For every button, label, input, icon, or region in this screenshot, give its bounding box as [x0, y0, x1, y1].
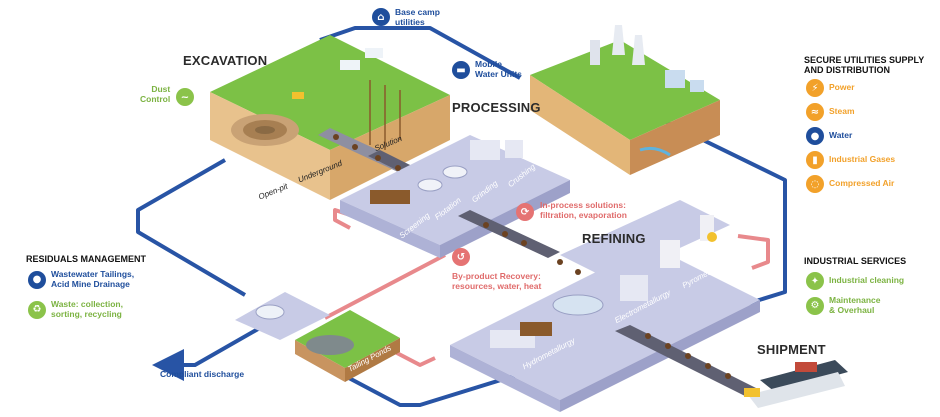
tailing-ponds — [235, 292, 400, 382]
dust-control-icon: ~ — [176, 88, 194, 106]
lightning-icon: ⚡ — [806, 79, 824, 97]
mobile-water-label: Mobile Water Units — [475, 59, 522, 79]
dust-control-label: Dust Control — [140, 84, 171, 104]
utilities-island — [530, 25, 720, 175]
service-label-cleaning: Industrial cleaning — [829, 275, 905, 286]
utility-label-water: Water — [829, 130, 853, 141]
refining-platform — [450, 200, 760, 412]
residuals-title: RESIDUALS MANAGEMENT — [26, 254, 147, 264]
utility-label-steam: Steam — [829, 106, 855, 117]
steam-icon: ≈ — [806, 103, 824, 121]
excavation-heading: EXCAVATION — [183, 53, 268, 68]
residual-label-wastewater: Wastewater Tailings, Acid Mine Drainage — [51, 269, 135, 289]
residual-item-wastewater: ● Wastewater Tailings, Acid Mine Drainag… — [28, 269, 135, 290]
waste-bin-icon: ♻ — [28, 300, 46, 319]
mobile-water-unit-icon: ▬ — [452, 61, 470, 79]
industrial-services-title: INDUSTRIAL SERVICES — [804, 256, 907, 266]
shipment-area — [615, 325, 848, 408]
secure-utilities-title: SECURE UTILITIES SUPPLY AND DISTRIBUTION — [804, 55, 925, 76]
base-camp-icon: ⌂ — [372, 8, 390, 26]
service-item-cleaning: ✦ Industrial cleaning — [806, 272, 904, 290]
water-drop-icon: ● — [28, 270, 46, 289]
utility-item-steam: ≈ Steam — [806, 103, 855, 121]
utility-item-power: ⚡ Power — [806, 79, 855, 97]
conveyor-processing — [458, 210, 560, 258]
residual-label-waste: Waste: collection, sorting, recycling — [51, 299, 123, 319]
gas-cylinder-icon: ▮ — [806, 151, 824, 169]
maintenance-icon: ⚙ — [806, 296, 824, 315]
water-drop-icon: ● — [806, 127, 824, 145]
utility-item-water: ● Water — [806, 127, 852, 145]
utility-label-power: Power — [829, 82, 855, 93]
by-product-icon: ↺ — [452, 248, 470, 266]
ore-dots — [333, 134, 731, 379]
service-item-maintenance: ⚙ Maintenance & Overhaul — [806, 295, 881, 316]
cleaning-icon: ✦ — [806, 272, 824, 290]
utility-label-industrial-gases: Industrial Gases — [829, 154, 896, 165]
utility-item-industrial-gases: ▮ Industrial Gases — [806, 151, 895, 169]
excavation-block — [210, 35, 450, 200]
processing-platform — [340, 135, 570, 258]
in-process-label: In-process solutions: filtration, evapor… — [540, 200, 627, 220]
in-process-icon: ⟳ — [516, 203, 534, 221]
utility-item-compressed-air: ◌ Compressed Air — [806, 175, 894, 193]
residual-item-waste: ♻ Waste: collection, sorting, recycling — [28, 299, 123, 320]
refining-heading: REFINING — [582, 231, 646, 246]
processing-heading: PROCESSING — [452, 100, 541, 115]
compliant-discharge-label: Compliant discharge — [160, 369, 245, 379]
utility-label-compressed-air: Compressed Air — [829, 178, 895, 189]
air-icon: ◌ — [806, 175, 824, 193]
by-product-label: By-product Recovery: resources, water, h… — [452, 271, 542, 291]
service-label-maintenance: Maintenance & Overhaul — [829, 295, 881, 315]
shipment-heading: SHIPMENT — [757, 342, 826, 357]
base-camp-label: Base camp utilities — [395, 7, 440, 27]
